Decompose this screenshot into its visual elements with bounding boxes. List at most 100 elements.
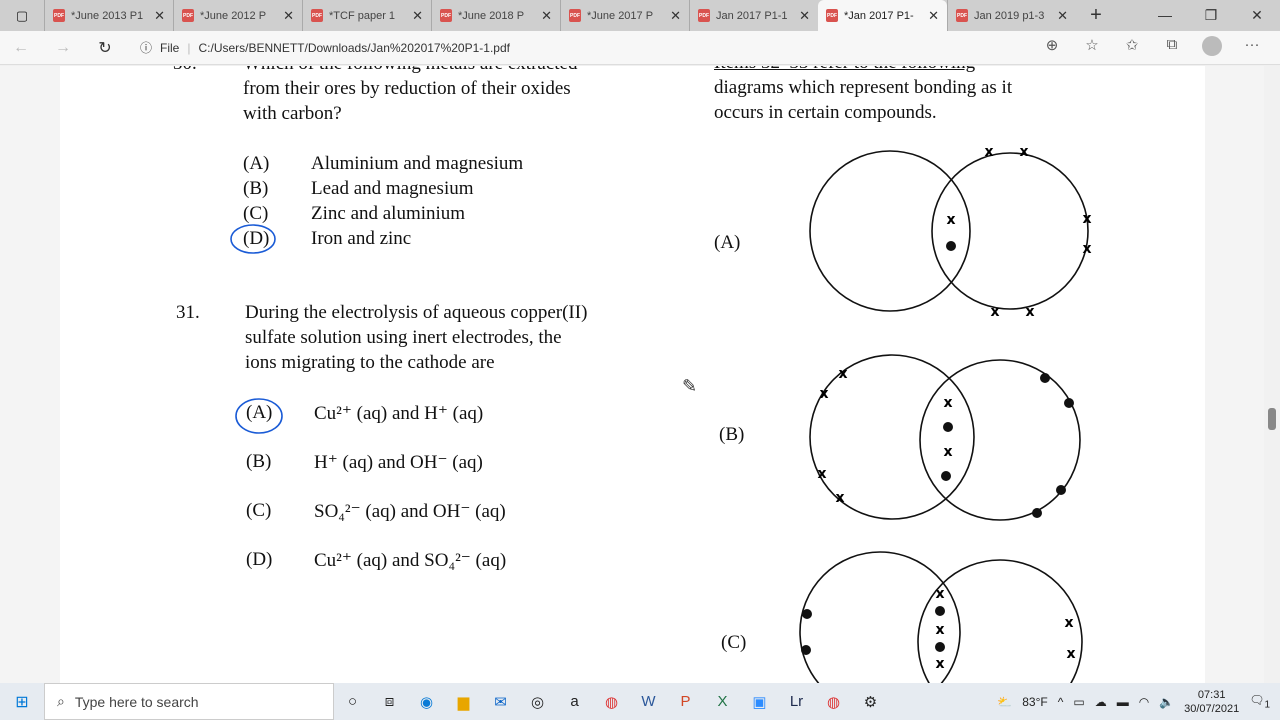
- zoom-icon[interactable]: ⊕: [1045, 36, 1059, 54]
- option-letter: (A): [246, 402, 273, 423]
- meet-now-icon[interactable]: ▭: [1073, 694, 1085, 709]
- chrome-profile-icon[interactable]: ◍: [826, 693, 841, 711]
- option-letter: (C): [243, 203, 269, 224]
- answer-circle-annotation: [235, 398, 283, 434]
- electron-cross: x: [935, 622, 944, 638]
- show-hidden-icons[interactable]: ^: [1057, 694, 1064, 709]
- browser-tab[interactable]: PDF*TCF paper 1✕: [302, 0, 431, 31]
- amazon-icon[interactable]: a: [570, 693, 579, 710]
- forward-button[interactable]: →: [55, 38, 71, 56]
- close-tab-icon[interactable]: ✕: [541, 7, 552, 23]
- settings-icon[interactable]: ⚙: [863, 693, 878, 711]
- close-tab-icon[interactable]: ✕: [1057, 7, 1068, 23]
- wifi-icon[interactable]: ◠: [1138, 694, 1150, 709]
- battery-icon[interactable]: ▬: [1116, 694, 1129, 709]
- browser-tab[interactable]: PDF*June 2017 P✕: [560, 0, 689, 31]
- restore-button[interactable]: ❐: [1204, 7, 1218, 23]
- electron-dot: [1040, 373, 1050, 383]
- powerpoint-icon[interactable]: P: [680, 693, 691, 710]
- lightroom-icon[interactable]: Lr: [789, 693, 804, 710]
- option-letter: (A): [243, 153, 270, 174]
- browser-tab[interactable]: PDF*June 2013 P1✕: [44, 0, 173, 31]
- more-menu-icon[interactable]: ···: [1244, 35, 1260, 53]
- scrollbar[interactable]: [1264, 66, 1280, 683]
- new-tab-button[interactable]: +: [1090, 4, 1102, 26]
- electron-dot: [1056, 485, 1066, 495]
- minimize-button[interactable]: —: [1158, 7, 1172, 23]
- electron-dot: [1064, 398, 1074, 408]
- info-icon[interactable]: ⓘ: [140, 41, 153, 55]
- pdf-icon: PDF: [440, 9, 452, 22]
- word-icon[interactable]: W: [641, 693, 656, 710]
- mail-icon[interactable]: ✉: [494, 693, 507, 711]
- clock[interactable]: 07:31 30/07/2021: [1184, 688, 1239, 716]
- option-letter: (D): [246, 549, 273, 570]
- refresh-button[interactable]: ↻: [98, 39, 112, 57]
- back-button[interactable]: ←: [13, 38, 29, 56]
- diagram-label: (C): [721, 632, 747, 653]
- electron-cross: x: [1082, 211, 1091, 227]
- option-letter: (B): [243, 178, 269, 199]
- close-tab-icon[interactable]: ✕: [412, 7, 423, 23]
- add-favorite-icon[interactable]: ☆: [1085, 36, 1099, 54]
- atom-shell: [809, 354, 975, 520]
- notification-count: 1: [1264, 699, 1270, 711]
- electron-cross: x: [943, 395, 952, 411]
- search-icon: ⌕: [57, 693, 65, 709]
- electron-cross: x: [838, 366, 847, 382]
- weather-icon[interactable]: ⛅: [997, 694, 1013, 709]
- option-text: Cu²⁺ (aq) and SO₄²⁻ (aq): [314, 550, 507, 571]
- tab-actions-icon[interactable]: ▢: [15, 7, 29, 23]
- question-text: sulfate solution using inert electrodes,…: [245, 327, 562, 348]
- favorites-icon[interactable]: ✩: [1125, 36, 1139, 54]
- file-explorer-icon[interactable]: ▆: [457, 693, 470, 711]
- weather-temp[interactable]: 83°F: [1022, 694, 1048, 709]
- cortana-icon[interactable]: ○: [347, 693, 358, 710]
- windows-start-icon[interactable]: ⊞: [15, 693, 29, 711]
- electron-dot: [935, 606, 945, 616]
- camera-app-icon[interactable]: ◎: [530, 693, 545, 711]
- pdf-icon: PDF: [182, 9, 194, 22]
- task-view-icon[interactable]: ⧈: [384, 693, 395, 710]
- file-label: File: [160, 40, 180, 55]
- tab-title: *June 2018 P: [458, 9, 525, 22]
- collections-icon[interactable]: ⧉: [1166, 35, 1178, 53]
- url-text[interactable]: C:/Users/BENNETT/Downloads/Jan%202017%20…: [198, 40, 510, 55]
- excel-icon[interactable]: X: [717, 693, 728, 710]
- close-tab-icon[interactable]: ✕: [283, 7, 294, 23]
- notifications-icon[interactable]: 🗨1: [1249, 692, 1270, 711]
- electron-cross: x: [935, 586, 944, 602]
- onedrive-icon[interactable]: ☁: [1094, 694, 1107, 709]
- electron-cross: x: [1064, 615, 1073, 631]
- volume-icon[interactable]: 🔈: [1159, 694, 1175, 709]
- browser-tab[interactable]: PDF*Jan 2017 P1-✕: [818, 0, 947, 31]
- browser-tab[interactable]: PDF*June 2012 P✕: [173, 0, 302, 31]
- edge-icon[interactable]: ◉: [419, 693, 434, 711]
- profile-avatar[interactable]: [1192, 35, 1232, 60]
- taskbar-search[interactable]: ⌕ Type here to search: [44, 683, 334, 720]
- close-tab-icon[interactable]: ✕: [928, 7, 939, 23]
- close-window-button[interactable]: ✕: [1251, 7, 1263, 23]
- close-tab-icon[interactable]: ✕: [799, 7, 810, 23]
- browser-tab[interactable]: PDF *June 2018 P ✕: [431, 0, 560, 31]
- scrollbar-thumb[interactable]: [1268, 408, 1276, 430]
- pdf-icon: PDF: [826, 9, 838, 22]
- close-tab-icon[interactable]: ✕: [154, 7, 165, 23]
- zoom-app-icon[interactable]: ▣: [752, 693, 767, 711]
- clock-date: 30/07/2021: [1184, 702, 1240, 715]
- question-text: During the electrolysis of aqueous coppe…: [245, 302, 588, 323]
- close-tab-icon[interactable]: ✕: [670, 7, 681, 23]
- option-letter: (C): [246, 500, 272, 521]
- items-intro-text: diagrams which represent bonding as it: [714, 77, 1013, 98]
- electron-dot: [935, 642, 945, 652]
- answer-circle-annotation: [230, 224, 276, 254]
- option-text: SO₄²⁻ (aq) and OH⁻ (aq): [314, 501, 506, 522]
- electron-cross: x: [817, 466, 826, 482]
- address-bar[interactable]: ⓘ File | C:/Users/BENNETT/Downloads/Jan%…: [140, 39, 510, 56]
- chrome-icon[interactable]: ◍: [604, 693, 619, 711]
- electron-cross: x: [946, 212, 955, 228]
